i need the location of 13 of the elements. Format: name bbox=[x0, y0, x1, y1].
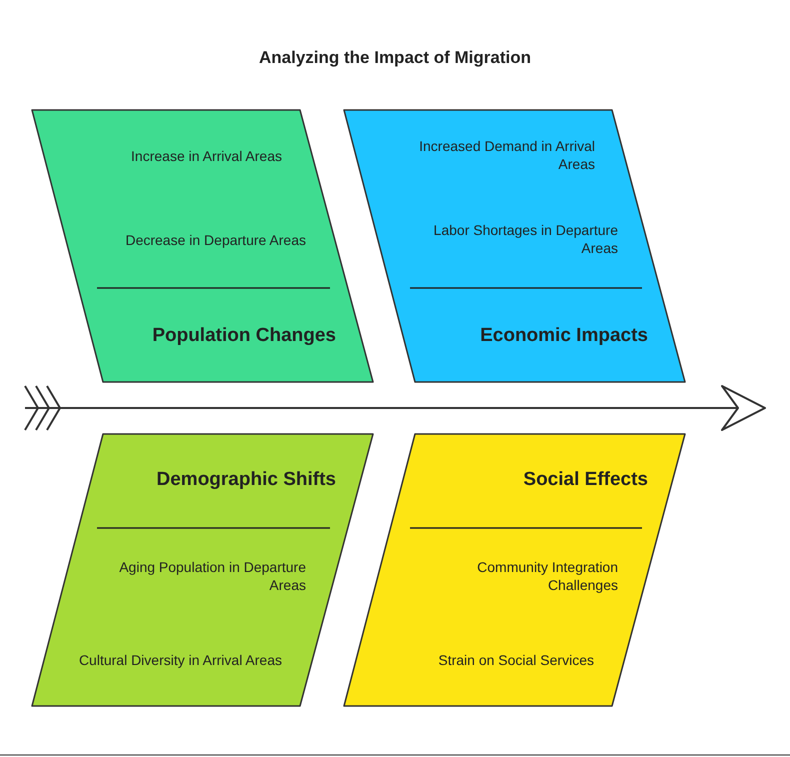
category-heading: Demographic Shifts bbox=[156, 469, 336, 491]
category-heading: Economic Impacts bbox=[480, 325, 648, 347]
diagram-title: Analyzing the Impact of Migration bbox=[258, 48, 532, 68]
cause-text: Increase in Arrival Areas bbox=[130, 147, 282, 165]
category-heading: Social Effects bbox=[523, 469, 648, 491]
category-heading: Population Changes bbox=[152, 325, 336, 347]
cause-text: Increased Demand in Arrival Areas bbox=[418, 137, 595, 173]
cause-text: Cultural Diversity in Arrival Areas bbox=[78, 651, 282, 669]
cause-text: Community Integration Challenges bbox=[476, 558, 618, 594]
cause-text: Aging Population in Departure Areas bbox=[118, 558, 306, 594]
cause-text: Decrease in Departure Areas bbox=[124, 231, 306, 249]
cause-text: Labor Shortages in Departure Areas bbox=[432, 221, 618, 257]
cause-text: Strain on Social Services bbox=[437, 651, 594, 669]
